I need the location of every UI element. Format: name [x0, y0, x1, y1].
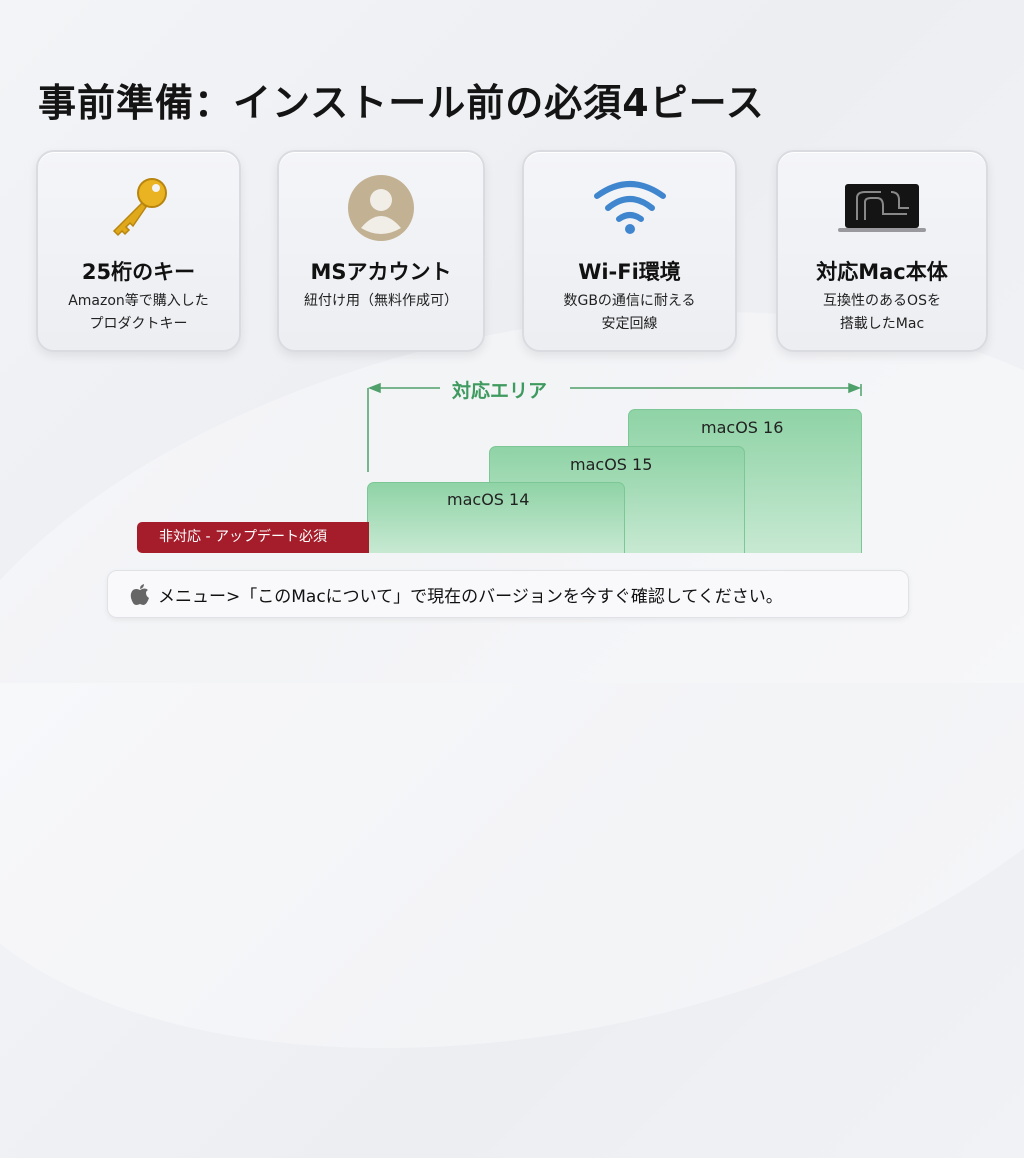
macbook-icon [778, 176, 986, 240]
card-description: Amazon等で購入したプロダクトキー [38, 290, 239, 336]
version-label: macOS 16 [701, 418, 784, 437]
card-description: 互換性のあるOSを搭載したMac [778, 290, 986, 336]
note-text: メニュー>「このMacについて」で現在のバージョンを今すぐ確認してください。 [158, 586, 783, 607]
card-title: MSアカウント [310, 260, 452, 284]
card-product-key: 25桁のキー Amazon等で購入したプロダクトキー [36, 150, 241, 352]
supported-area-label: 対応エリア [452, 380, 548, 402]
card-title: Wi-Fi環境 [578, 260, 681, 284]
desc-line: 紐付け用（無料作成可） [304, 293, 458, 309]
version-label: macOS 14 [447, 490, 530, 509]
user-icon [279, 175, 483, 241]
step-macos-14: macOS 14 [367, 482, 625, 553]
apple-icon [130, 582, 150, 606]
card-description: 数GBの通信に耐える安定回線 [524, 290, 735, 336]
key-icon [38, 176, 239, 240]
card-ms-account: MSアカウント 紐付け用（無料作成可） [277, 150, 485, 352]
version-label: macOS 15 [570, 455, 653, 474]
unsupported-bar: 非対応 - アップデート必須 [137, 522, 369, 553]
desc-line: 搭載したMac [839, 316, 925, 332]
page-title: 事前準備：インストール前の必須4ピース [38, 81, 765, 125]
card-wifi: Wi-Fi環境 数GBの通信に耐える安定回線 [522, 150, 737, 352]
desc-line: プロダクトキー [89, 316, 188, 332]
card-title: 25桁のキー [81, 260, 196, 284]
desc-line: 互換性のあるOSを [823, 293, 941, 309]
wifi-icon [524, 176, 735, 240]
card-title: 対応Mac本体 [816, 260, 948, 284]
desc-line: 数GBの通信に耐える [563, 293, 696, 309]
desc-line: Amazon等で購入した [68, 293, 209, 309]
support-range-bracket [367, 382, 862, 472]
desc-line: 安定回線 [601, 316, 658, 332]
check-version-note: メニュー>「このMacについて」で現在のバージョンを今すぐ確認してください。 [107, 570, 909, 618]
card-mac: 対応Mac本体 互換性のあるOSを搭載したMac [776, 150, 988, 352]
card-description: 紐付け用（無料作成可） [279, 290, 483, 313]
